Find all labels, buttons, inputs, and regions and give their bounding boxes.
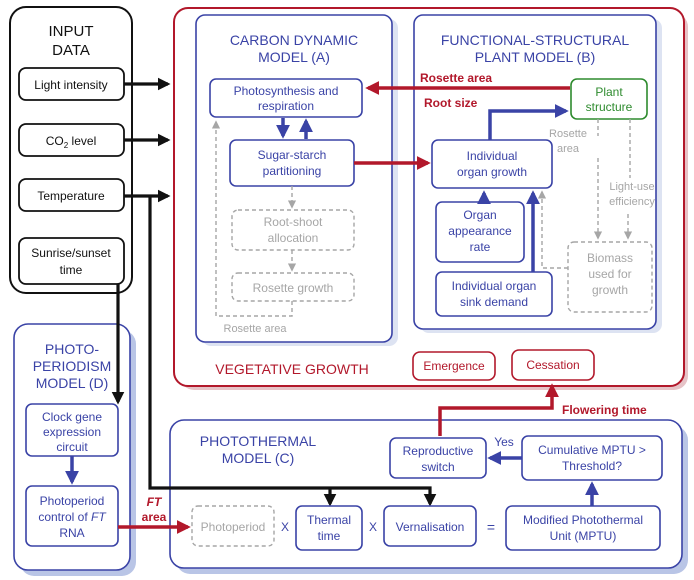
thermal-time-box: [295, 505, 363, 551]
biomass-label-1: Biomass: [587, 251, 633, 265]
ft-area-label-1: FT: [147, 495, 163, 509]
cumulative-label-1: Cumulative MPTU >: [538, 443, 646, 457]
cessation-label: Cessation: [526, 358, 579, 372]
rosette-area-arrow-label: Rosette area: [420, 71, 492, 85]
yes-label: Yes: [494, 435, 514, 449]
photosynthesis-label-2: respiration: [258, 99, 314, 113]
fspm-title-2: PLANT MODEL (B): [475, 49, 596, 65]
photothermal-title-1: PHOTOTHERMAL: [200, 433, 317, 449]
biomass-label-3: growth: [592, 283, 628, 297]
rosette-growth-box: [231, 272, 355, 302]
photoperiodism-title-2: PERIODISM: [33, 358, 112, 374]
reproductive-label-1: Reproductive: [403, 444, 474, 458]
input-title-2: DATA: [52, 42, 90, 59]
photosynthesis-label-1: Photosynthesis and: [234, 84, 339, 98]
sunrise-label-1: Sunrise/sunset: [31, 246, 111, 260]
sunrise-label-2: time: [60, 263, 83, 277]
light-use-label-2: efficiency: [609, 196, 655, 208]
flowering-time-label: Flowering time: [562, 403, 647, 417]
rootshoot-label-2: allocation: [268, 231, 319, 245]
emergence-box: [412, 351, 496, 381]
times-1: X: [281, 520, 289, 534]
root-shoot-box: [231, 209, 355, 251]
photoperiod-label: Photoperiod: [201, 520, 266, 534]
reproductive-switch-box: [389, 437, 487, 479]
individual-organ-growth-box: [431, 139, 553, 189]
mptu-box: [505, 505, 661, 551]
rosette-area-fspm-1: Rosette: [549, 128, 587, 140]
sink-label-2: sink demand: [460, 295, 528, 309]
photosynthesis-box: [209, 78, 363, 118]
photoperiodism-title-1: PHOTO-: [45, 341, 100, 357]
photothermal-title-2: MODEL (C): [222, 450, 295, 466]
reproductive-label-2: switch: [421, 460, 454, 474]
vernalisation-box: [383, 505, 477, 547]
light-intensity-label: Light intensity: [34, 78, 107, 92]
thermal-label-2: time: [318, 529, 341, 543]
biomass-to-growth-arrow: [537, 190, 568, 269]
sunrise-sunset-box: [18, 237, 125, 285]
rosette-area-fspm-2: area: [557, 143, 580, 155]
plant-structure-box: [570, 78, 648, 120]
appearance-label-1: Organ: [463, 208, 496, 222]
organ-growth-label-1: Individual: [467, 149, 518, 163]
rosette-growth-label: Rosette growth: [253, 281, 334, 295]
rootshoot-label-1: Root-shoot: [264, 215, 323, 229]
flowering-time-arrow: [438, 383, 559, 436]
appearance-label-3: rate: [470, 240, 491, 254]
ft-area-label-2: area: [142, 510, 167, 524]
rosette-area-feedback-arrow: [211, 120, 293, 317]
vegetative-growth-label: VEGETATIVE GROWTH: [215, 361, 369, 377]
photoperiod-control-box: [25, 485, 119, 547]
root-size-label: Root size: [424, 96, 478, 110]
cessation-box: [511, 349, 595, 381]
co2-level-label: CO2 level: [46, 134, 96, 150]
temperature-to-vernalisation-arrow: [148, 196, 437, 507]
control-label-3: RNA: [59, 526, 84, 540]
sugar-starch-box: [229, 139, 355, 187]
plant-structure-label-2: structure: [586, 100, 633, 114]
thermal-label-1: Thermal: [307, 513, 351, 527]
organ-growth-to-plant-arrow: [488, 104, 569, 140]
mptu-label-1: Modified Photothermal: [523, 513, 643, 527]
control-label-1: Photoperiod: [40, 494, 105, 508]
input-title-1: INPUT: [49, 23, 94, 40]
biomass-box: [567, 241, 653, 313]
rosette-area-label: Rosette area: [224, 323, 288, 335]
carbon-title-1: CARBON DYNAMIC: [230, 32, 358, 48]
clock-label-1: Clock gene: [42, 410, 102, 424]
plant-structure-label-1: Plant: [595, 85, 623, 99]
control-label-2: control of FT: [38, 510, 107, 524]
times-2: X: [369, 520, 377, 534]
appearance-label-2: appearance: [448, 224, 512, 238]
light-use-label-1: Light-use: [609, 181, 654, 193]
sugar-label-2: partitioning: [263, 164, 322, 178]
biomass-label-2: used for: [588, 267, 631, 281]
photoperiod-box: [191, 505, 275, 547]
sink-demand-box: [435, 271, 553, 317]
sugar-label-1: Sugar-starch: [258, 148, 327, 162]
cumulative-label-2: Threshold?: [562, 459, 622, 473]
vernalisation-label: Vernalisation: [396, 520, 465, 534]
equals-sign: =: [487, 519, 495, 535]
temperature-label: Temperature: [37, 189, 105, 203]
photoperiodism-title-3: MODEL (D): [36, 375, 109, 391]
carbon-title-2: MODEL (A): [258, 49, 330, 65]
organ-growth-label-2: organ growth: [457, 165, 527, 179]
emergence-label: Emergence: [423, 359, 485, 373]
fspm-title-1: FUNCTIONAL-STRUCTURAL: [441, 32, 629, 48]
mptu-label-2: Unit (MPTU): [550, 529, 617, 543]
clock-label-3: circuit: [56, 440, 88, 454]
sink-label-1: Individual organ: [452, 279, 537, 293]
clock-label-2: expression: [43, 425, 101, 439]
